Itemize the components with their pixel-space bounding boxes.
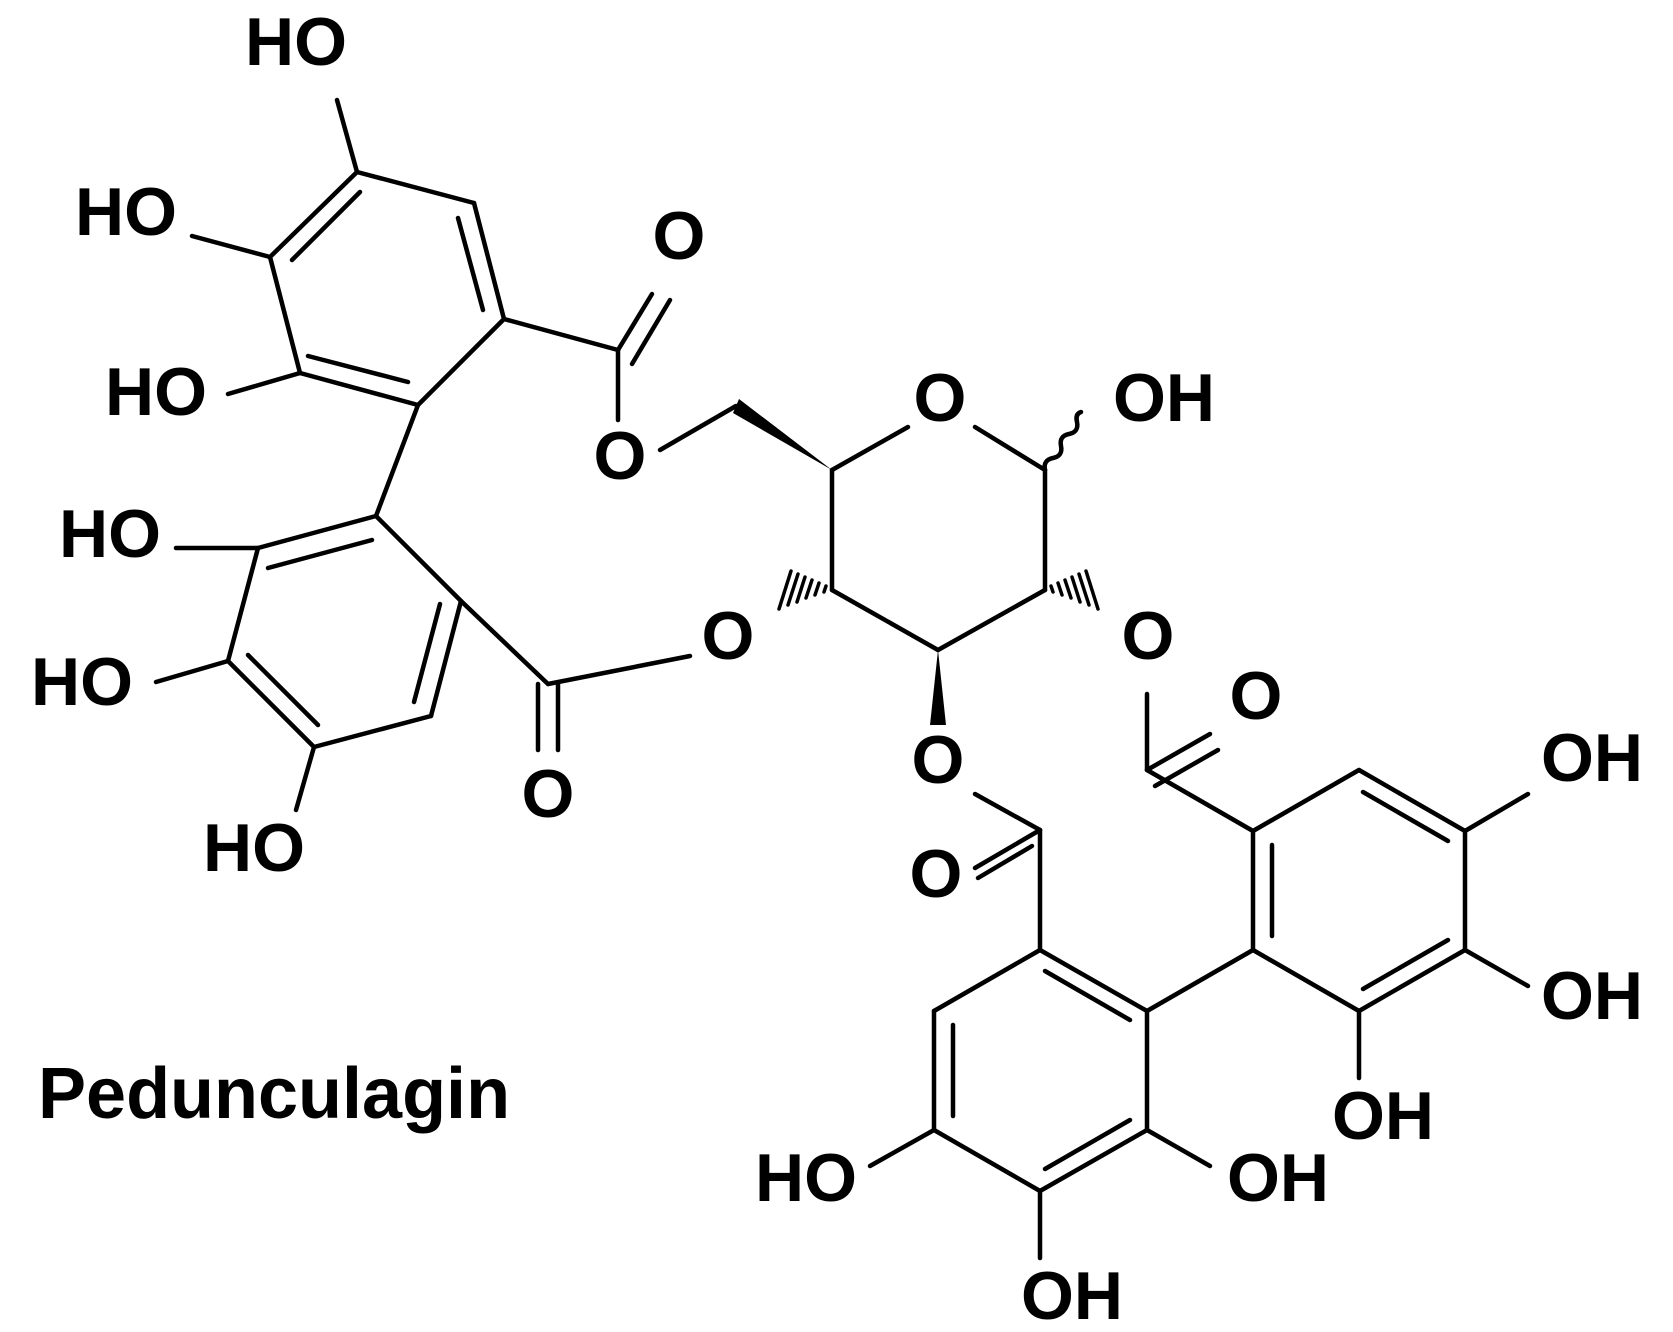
label-oh-c3: OH (1332, 1078, 1434, 1154)
bond-biaryl-ab (373, 402, 421, 519)
label-oh-c2: OH (1541, 958, 1643, 1034)
bond-b-oh2 (153, 658, 231, 685)
bond-c-oh1 (1462, 791, 1531, 834)
label-o-carbonyl-d: O (910, 836, 963, 912)
label-oh-d2: OH (1227, 1140, 1329, 1216)
label-o-carbonyl-c: O (1230, 658, 1283, 734)
atom-labels: HO HO HO O O O OH HO HO HO O O O O O O O… (31, 4, 1643, 1332)
label-ho-d1: HO (755, 1140, 857, 1216)
bond-b-carbonyl (458, 598, 551, 687)
wedge-c3-o (930, 650, 946, 725)
label-ho-b2: HO (31, 644, 133, 720)
label-oh-anomeric: OH (1113, 360, 1215, 436)
label-o-ring: O (914, 360, 967, 436)
hash-c2-o (1049, 569, 1100, 611)
bond-a-oh3 (225, 370, 303, 397)
hash-c4-o (777, 569, 828, 611)
bond-biaryl-cd (1144, 947, 1256, 1014)
label-ho-b1: HO (59, 496, 161, 572)
bond-a-carbonyl (501, 316, 621, 353)
label-oh-d3: OH (1021, 1258, 1123, 1332)
label-oh-c1: OH (1541, 720, 1643, 796)
ring-b (225, 513, 464, 750)
ring-a (267, 169, 507, 408)
label-o-carbonyl-a: O (653, 198, 706, 274)
bond-b-oh3 (293, 744, 317, 813)
label-o-ester-c4: O (702, 598, 755, 674)
ring-c (1250, 767, 1468, 1014)
label-ho-a1: HO (245, 4, 347, 80)
compound-name: Pedunculagin (38, 1054, 510, 1134)
label-o-ester-a: O (594, 418, 647, 494)
label-ho-a3: HO (105, 354, 207, 430)
ring-d (931, 947, 1150, 1194)
label-o-ester-c3: O (912, 722, 965, 798)
wavy-anomeric-bond (1042, 409, 1084, 473)
glucose-ring (829, 424, 1048, 653)
label-ho-a2: HO (75, 174, 177, 250)
label-o-carbonyl-b: O (522, 756, 575, 832)
bond-c-oh2 (1462, 947, 1531, 989)
wedge-c5-c6 (733, 399, 832, 470)
bond-d-oh2 (1144, 1127, 1213, 1169)
bond-d-oh1 (867, 1127, 937, 1169)
bond-a-oh1 (334, 97, 360, 175)
label-ho-b3: HO (203, 810, 305, 886)
label-o-ester-c2: O (1122, 598, 1175, 674)
bond-a-oh2 (189, 233, 273, 260)
